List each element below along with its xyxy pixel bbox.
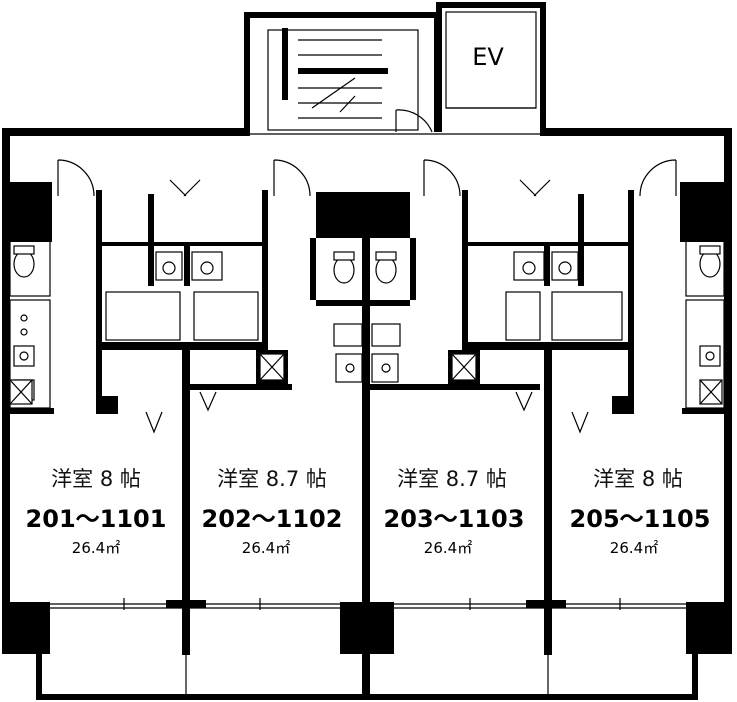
unit-number-label: 203～1103 [384, 505, 525, 533]
unit-203-doors[interactable] [423, 159, 533, 412]
corridor-walls [2, 128, 732, 404]
area-label: 26.4㎡ [242, 539, 290, 557]
unit-201-toilet [13, 245, 35, 278]
unit-205-core [462, 190, 634, 414]
unit-number-label: 202～1102 [202, 505, 343, 533]
unit-number-label: 205～1105 [570, 505, 711, 533]
unit-201-bath [105, 251, 259, 341]
unit-201-doors[interactable] [57, 159, 311, 434]
unit-205-closet [685, 239, 725, 409]
unit-label-205: 洋室 8 帖 205～1105 26.4㎡ [570, 467, 711, 557]
unit-number-label: 201～1101 [26, 505, 167, 533]
unit-205-fixtures [505, 245, 723, 405]
unit-205-doors[interactable] [519, 159, 677, 434]
room-size-label: 洋室 8.7 帖 [397, 467, 507, 491]
elevator-label: EV [472, 43, 504, 71]
unit-203-window [394, 598, 544, 610]
room-size-label: 洋室 8 帖 [51, 467, 141, 491]
stair-door[interactable] [395, 109, 433, 133]
unit-203-fixtures [371, 251, 477, 383]
structural-columns [2, 182, 732, 654]
unit-202-window [190, 598, 362, 610]
outer-walls [2, 404, 732, 652]
unit-201-closet [9, 239, 51, 409]
elevator-shaft [436, 2, 546, 132]
unit-label-203: 洋室 8.7 帖 203～1103 26.4㎡ [384, 467, 525, 557]
unit-label-202: 洋室 8.7 帖 202～1102 26.4㎡ [202, 467, 343, 557]
area-label: 26.4㎡ [610, 539, 658, 557]
unit-205-window [552, 598, 724, 610]
unit-201-shower [9, 379, 33, 405]
unit-201-window [10, 598, 182, 610]
room-size-label: 洋室 8 帖 [593, 467, 683, 491]
stair-treads [282, 28, 388, 119]
party-walls [182, 228, 552, 698]
unit-label-201: 洋室 8 帖 201～1101 26.4㎡ [26, 467, 167, 557]
balcony [36, 652, 698, 700]
unit-201-core [96, 190, 268, 414]
room-size-label: 洋室 8.7 帖 [217, 467, 327, 491]
unit-202-fixtures [259, 251, 363, 383]
area-label: 26.4㎡ [424, 539, 472, 557]
area-label: 26.4㎡ [72, 539, 120, 557]
